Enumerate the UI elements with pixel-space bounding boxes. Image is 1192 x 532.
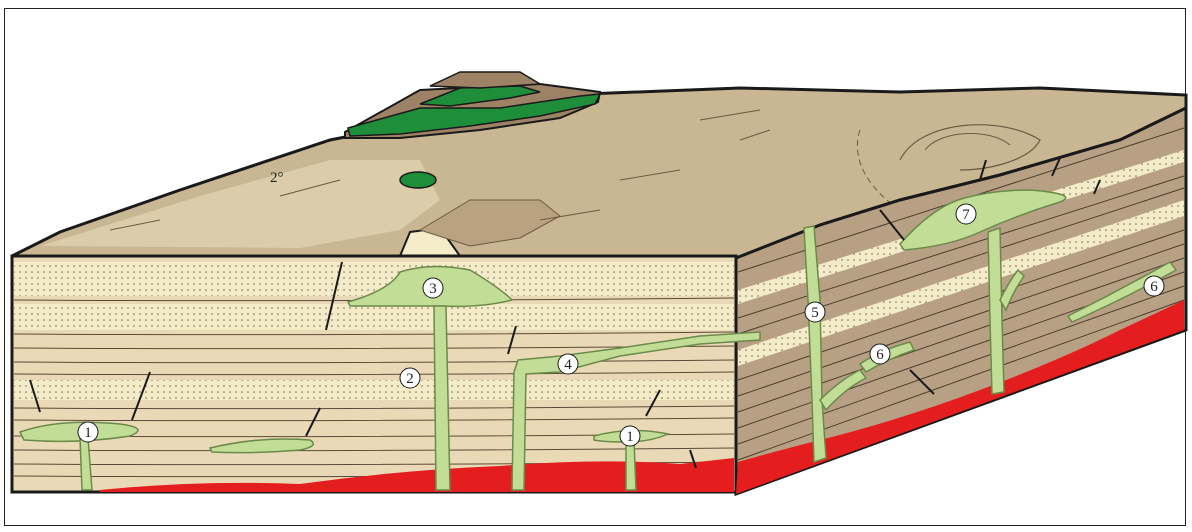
svg-text:5: 5 [811, 305, 819, 321]
svg-text:1: 1 [626, 429, 634, 445]
svg-text:3: 3 [429, 281, 437, 297]
feeder-1-right [626, 440, 636, 490]
label-5: 5 [805, 302, 825, 322]
label-7: 7 [956, 204, 976, 224]
sand-bed-2 [14, 304, 734, 330]
label-1-left: 1 [78, 422, 98, 442]
label-4: 4 [558, 354, 578, 374]
sand-bed-1 [14, 262, 734, 296]
sand-bed-3 [14, 380, 734, 400]
svg-text:6: 6 [876, 347, 884, 363]
label-3: 3 [423, 278, 443, 298]
svg-text:7: 7 [962, 207, 970, 223]
label-1-right: 1 [620, 426, 640, 446]
svg-text:6: 6 [1150, 279, 1158, 295]
svg-text:2: 2 [406, 371, 414, 387]
svg-text:1: 1 [84, 425, 92, 441]
label-6-mid: 6 [870, 344, 890, 364]
dip-label: 2° [270, 170, 284, 186]
label-6-right: 6 [1144, 276, 1164, 296]
label-2: 2 [400, 368, 420, 388]
svg-text:4: 4 [564, 357, 572, 373]
green-butte [400, 172, 436, 188]
